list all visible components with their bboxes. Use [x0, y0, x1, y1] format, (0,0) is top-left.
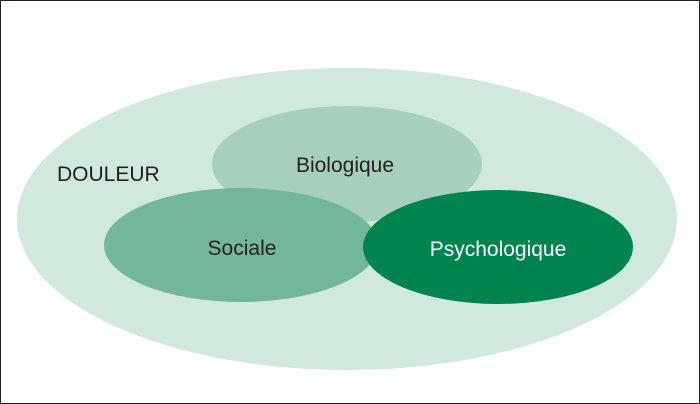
biologique-label: Biologique: [296, 154, 394, 177]
douleur-label: DOULEUR: [57, 163, 160, 186]
psychologique-label: Psychologique: [430, 238, 567, 261]
psychologique-ellipse: [363, 190, 633, 304]
sociale-label: Sociale: [208, 237, 277, 260]
sociale-ellipse: [104, 188, 378, 302]
